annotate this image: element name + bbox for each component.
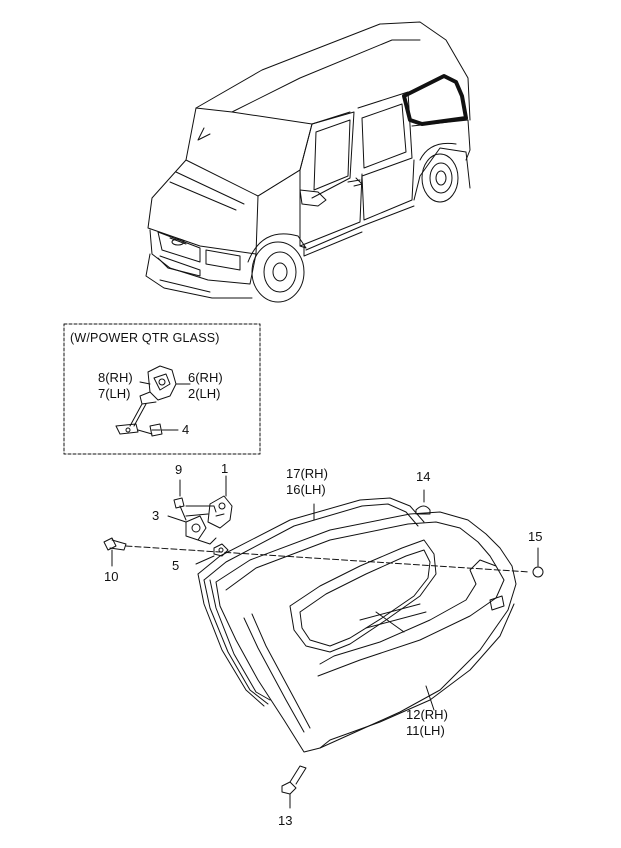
callout-11: 11(LH) [406, 723, 445, 738]
callout-2: 2(LH) [188, 386, 221, 401]
weatherstrip-16-17 [197, 497, 425, 707]
power-qtr-glass-inset [63, 323, 261, 455]
callout-12: 12(RH) [406, 707, 448, 722]
callout-7: 7(LH) [98, 386, 131, 401]
callout-3: 3 [152, 508, 160, 523]
callout-4: 4 [182, 422, 190, 437]
callout-17: 17(RH) [286, 466, 328, 481]
callout-6: 6(RH) [188, 370, 223, 385]
callout-5: 5 [172, 558, 180, 573]
callout-13: 13 [278, 813, 293, 828]
alignment-line [125, 545, 531, 573]
inset-title: (W/POWER QTR GLASS) [70, 331, 220, 345]
regulator-assembly [167, 475, 233, 565]
callout-9: 9 [175, 462, 183, 477]
bolt-10 [103, 537, 127, 567]
screw-13 [281, 765, 307, 809]
clip-14 [415, 489, 431, 515]
callout-16: 16(LH) [286, 482, 326, 497]
callout-1: 1 [221, 461, 229, 476]
vehicle-illustration [145, 21, 471, 303]
callout-8: 8(RH) [98, 370, 133, 385]
grommet-15 [532, 547, 544, 578]
callout-14: 14 [416, 469, 431, 484]
callout-10: 10 [104, 569, 119, 584]
callout-15: 15 [528, 529, 543, 544]
quarter-glass-11-12 [215, 511, 517, 753]
